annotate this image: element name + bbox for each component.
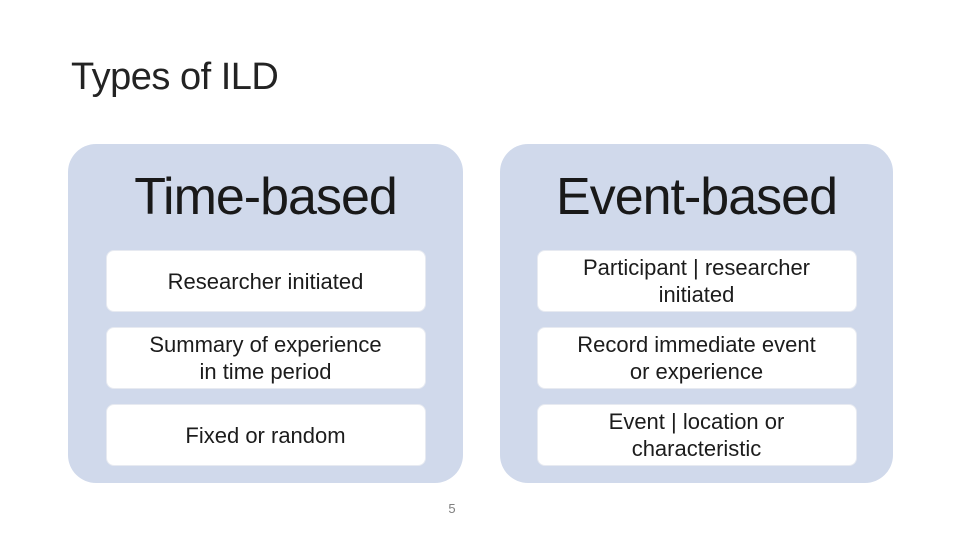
slide-title: Types of ILD (71, 56, 279, 98)
event-based-group: Event-based Participant | researcher ini… (500, 144, 893, 483)
time-based-group: Time-based Researcher initiated Summary … (68, 144, 463, 483)
list-item: Summary of experience in time period (105, 327, 426, 389)
list-item-label: Record immediate event or experience (577, 332, 816, 384)
list-item-label: Summary of experience in time period (149, 332, 382, 384)
list-item-label: Researcher initiated (167, 268, 364, 294)
list-item: Record immediate event or experience (536, 327, 857, 389)
list-item: Researcher initiated (105, 250, 426, 312)
time-based-header: Time-based (134, 168, 398, 226)
list-item-label: Event | location or characteristic (608, 409, 785, 461)
list-item: Participant | researcher initiated (536, 250, 857, 312)
list-item-label: Fixed or random (185, 422, 346, 448)
event-based-header: Event-based (556, 168, 838, 226)
list-item-label: Participant | researcher initiated (582, 255, 811, 307)
list-item: Fixed or random (105, 404, 426, 466)
list-item: Event | location or characteristic (536, 404, 857, 466)
page-number: 5 (448, 501, 456, 516)
